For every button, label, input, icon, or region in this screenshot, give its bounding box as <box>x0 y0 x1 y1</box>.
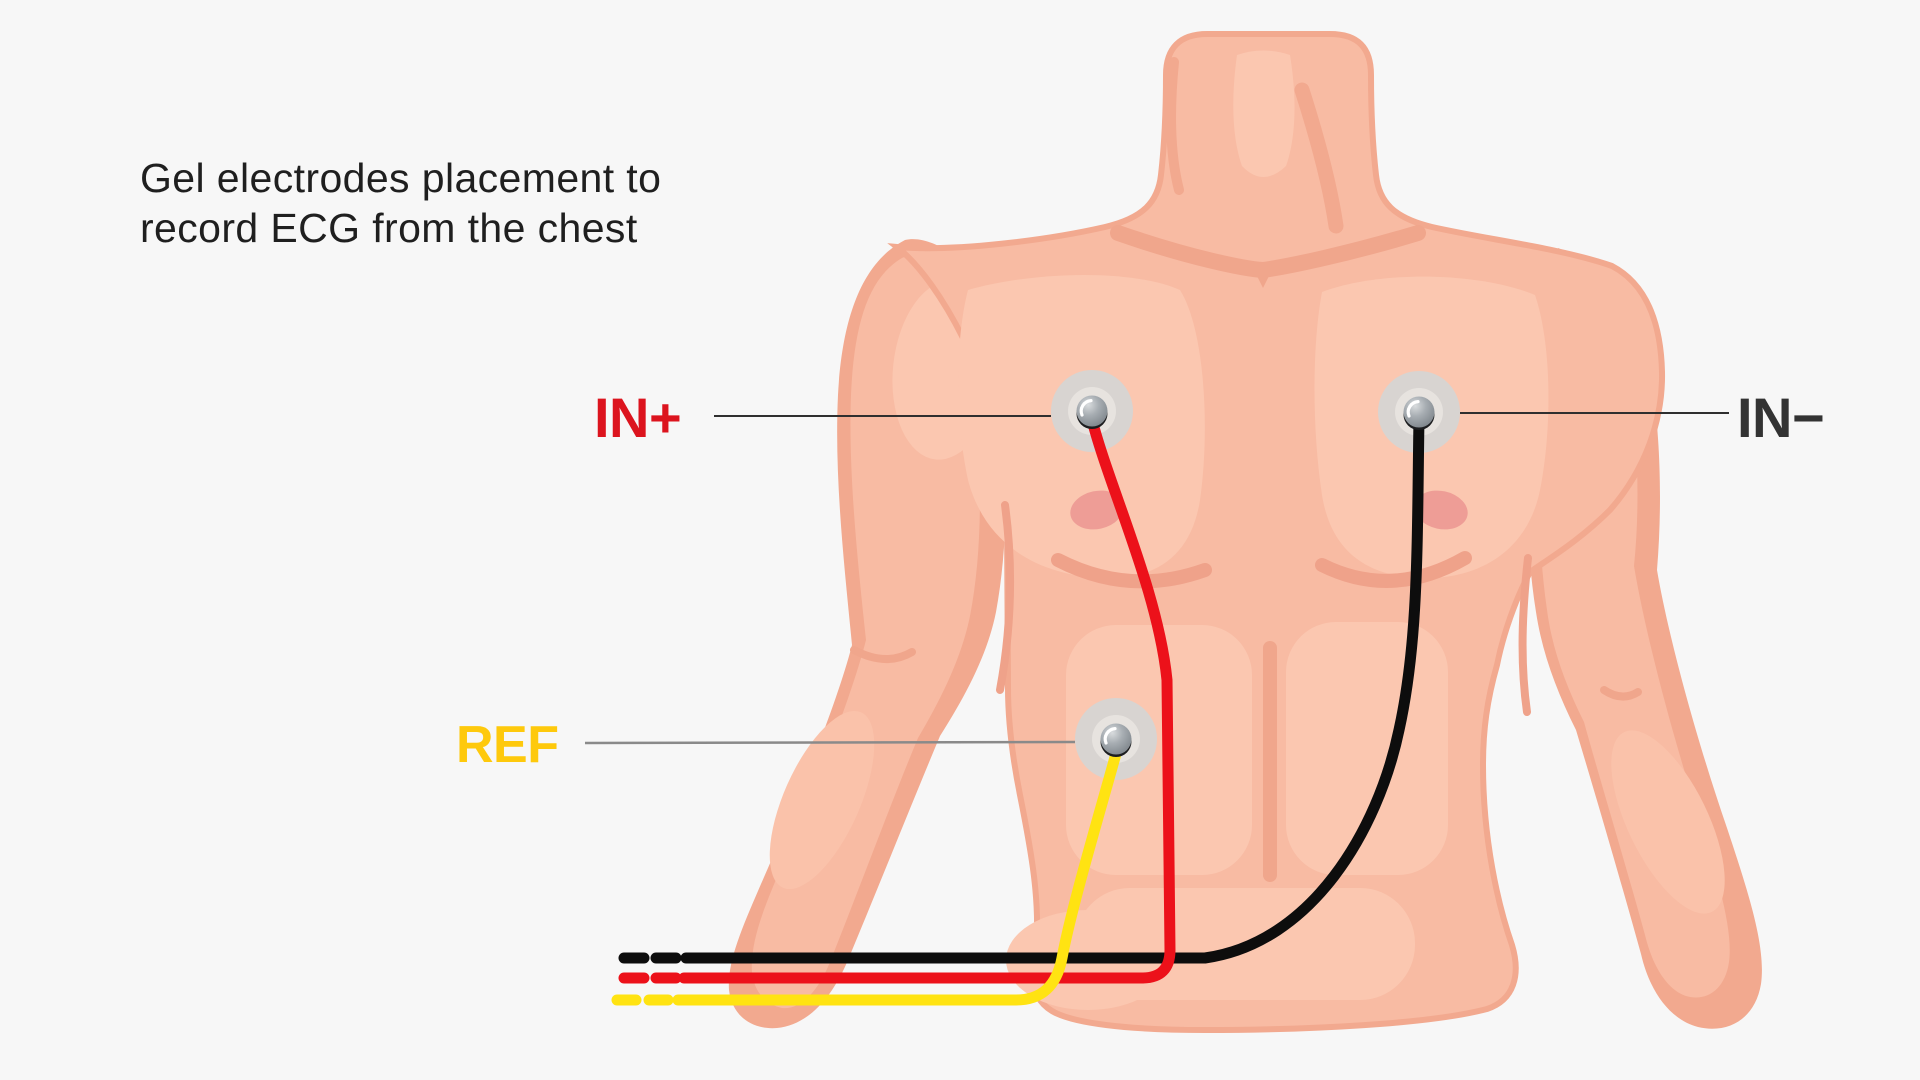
in-plus-wire <box>618 410 1176 984</box>
ref-leader-line <box>584 740 1076 745</box>
clavicle-notch <box>1250 262 1276 288</box>
title-line-2: record ECG from the chest <box>140 205 638 251</box>
left-abs-highlight <box>1066 625 1252 875</box>
neck-scm-shade <box>1294 82 1344 234</box>
in-minus-electrode-snap <box>1403 396 1435 430</box>
in-plus-label: IN+ <box>594 386 681 449</box>
torso-illustration <box>728 31 1762 1034</box>
left-forearm-highlight <box>769 710 875 890</box>
left-underpec-shade <box>1051 553 1212 589</box>
right-forearm-highlight <box>1611 730 1725 914</box>
left-arm <box>728 239 1006 1029</box>
title-line-1: Gel electrodes placement to <box>140 155 661 201</box>
right-armpit-crease <box>1518 554 1532 716</box>
left-armpit-crease <box>996 501 1015 694</box>
left-elbow-crease <box>850 646 916 663</box>
right-elbow-crease <box>1600 686 1642 701</box>
right-nipple <box>1414 490 1468 530</box>
diagram-title: Gel electrodes placement to record ECG f… <box>140 155 661 251</box>
torso <box>887 31 1666 1034</box>
ref-wire <box>611 744 1123 1006</box>
right-underpec-shade <box>1315 551 1472 588</box>
electrode-snaps <box>1076 395 1435 757</box>
ref-label: REF <box>456 716 559 774</box>
left-nipple <box>1070 490 1124 530</box>
right-abs-highlight <box>1286 622 1448 875</box>
in-minus-wire <box>618 412 1425 964</box>
ref-electrode-snap <box>1100 723 1132 757</box>
in-minus-label: IN− <box>1737 386 1824 449</box>
throat-highlight <box>1233 50 1295 177</box>
neck-left-shade <box>1166 57 1184 195</box>
in-plus-electrode-snap <box>1076 395 1108 429</box>
